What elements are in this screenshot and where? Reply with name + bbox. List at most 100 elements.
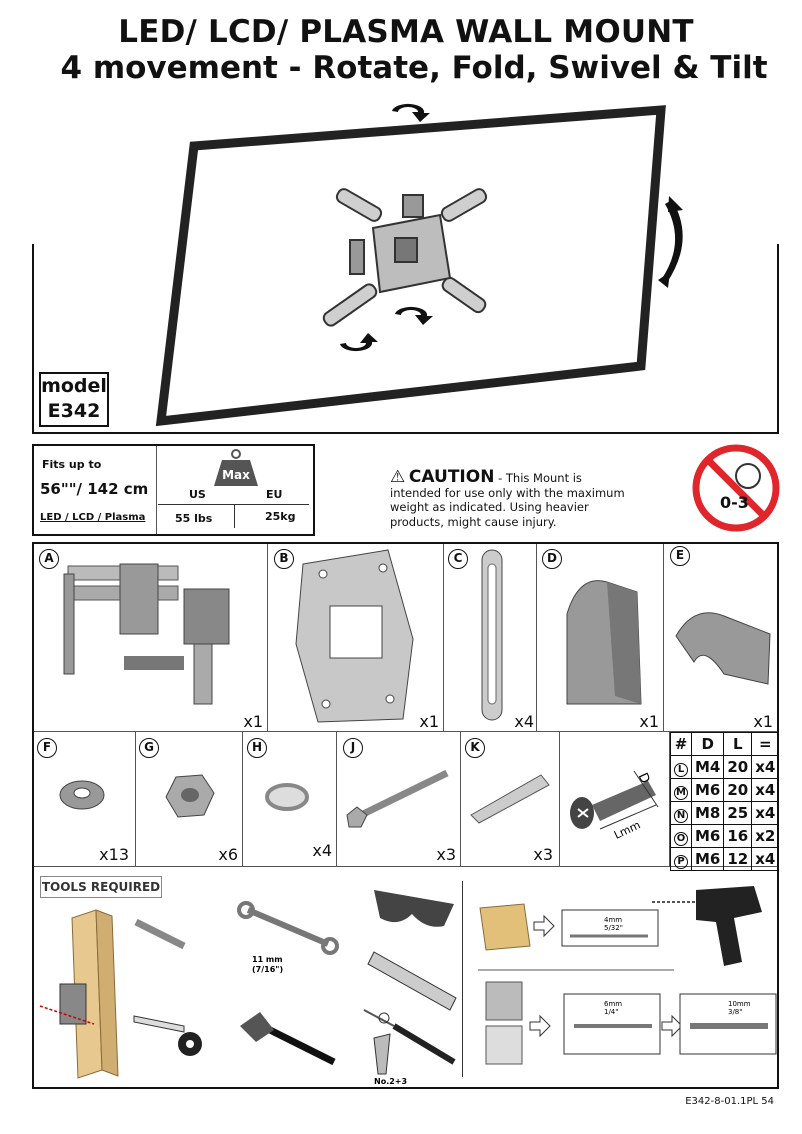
part-qty: x1 <box>753 712 773 731</box>
part-id: A <box>39 549 59 569</box>
tools-required-label: TOOLS REQUIRED <box>40 876 162 898</box>
part-id: C <box>448 549 468 569</box>
row-id: M <box>674 785 688 800</box>
page-subtitle: 4 movement - Rotate, Fold, Swivel & Tilt <box>60 50 768 86</box>
drill-final-in: 3/8" <box>728 1008 743 1016</box>
part-id: D <box>542 549 562 569</box>
nut-image <box>165 774 215 818</box>
table-header-row: # D L = <box>670 732 780 756</box>
part-id: E <box>670 546 690 566</box>
safety-goggles-icon <box>374 890 454 927</box>
column-header: = <box>751 732 780 756</box>
part-cell-b: B x1 <box>268 544 444 731</box>
warning-icon: ⚠ <box>390 467 406 487</box>
arrow-icon <box>533 914 555 938</box>
part-id: B <box>274 549 294 569</box>
drill-icon <box>652 886 762 966</box>
tools-section: TOOLS REQUIRED 11 mm (7/16") <box>34 866 779 1089</box>
footer-code: E342-8-01.1PL 54 <box>685 1096 774 1107</box>
age-warning-icon: 0-3 <box>692 444 780 532</box>
eu-weight: 25kg <box>265 510 296 523</box>
model-label: model <box>41 375 107 397</box>
part-cell-k: K x3 <box>461 731 560 866</box>
part-qty: x1 <box>639 712 659 731</box>
drill-wood-mm: 4mm <box>604 916 622 924</box>
row-id: P <box>674 854 688 869</box>
arm-assembly-image <box>63 563 230 705</box>
drill-pilot-in: 1/4" <box>604 1008 619 1016</box>
table-row: L M4 20 x4 <box>670 755 780 779</box>
column-header: L <box>723 732 753 756</box>
drill-wood-in: 5/32" <box>604 924 623 932</box>
part-qty: x3 <box>436 845 456 864</box>
eu-label: EU <box>266 488 283 501</box>
part-qty: x1 <box>243 712 263 731</box>
wrench-icon <box>237 901 339 955</box>
model-number: E342 <box>47 400 101 422</box>
cover-cap-image <box>566 580 642 705</box>
caution-lead: - This Mount is <box>494 471 582 485</box>
rotate-arrow-icon <box>392 103 430 122</box>
hammer-icon <box>240 1012 336 1066</box>
tape-measure-icon <box>133 1015 202 1056</box>
caution-body: intended for use only with the maximum w… <box>390 485 625 529</box>
part-cell-c: C x4 <box>444 544 537 731</box>
wood-block-icon <box>479 903 531 951</box>
part-cell-j: J x3 <box>337 731 461 866</box>
table-cell: M6 <box>690 824 725 848</box>
row-id: N <box>674 808 688 823</box>
part-id: K <box>465 738 485 758</box>
table-cell: M6 <box>690 778 725 802</box>
screwdriver-size: No.2+3 <box>374 1077 407 1086</box>
part-qty: x4 <box>312 841 332 860</box>
model-box: model E342 <box>39 372 109 427</box>
table-cell: 20 <box>723 755 753 779</box>
table-row: N M8 25 x4 <box>670 801 780 825</box>
row-id: O <box>674 831 688 846</box>
table-cell: x4 <box>751 847 780 871</box>
washer-image <box>59 780 105 810</box>
part-cell-e: E x1 <box>664 544 779 731</box>
arrow-icon <box>529 1014 551 1038</box>
tools-illustration: 11 mm (7/16") <box>39 886 777 1086</box>
caution-notice: ⚠ CAUTION - This Mount is intended for u… <box>390 467 630 529</box>
part-cell-a: A x1 <box>34 544 268 731</box>
d-label: D <box>635 771 653 786</box>
table-cell: x4 <box>751 778 780 802</box>
part-id: J <box>343 738 363 758</box>
table-cell: x2 <box>751 824 780 848</box>
weight-icon: Max <box>214 449 258 486</box>
part-qty: x3 <box>533 845 553 864</box>
table-cell: M8 <box>690 801 725 825</box>
us-weight: 55 lbs <box>175 512 213 525</box>
part-id: F <box>37 738 57 758</box>
table-row: P M6 12 x4 <box>670 847 780 871</box>
arrow-icon <box>661 1014 683 1038</box>
pencil-icon <box>134 918 186 950</box>
mount-bracket <box>322 188 488 327</box>
screen-size: 56""/ 142 cm <box>40 480 149 498</box>
age-label: 0-3 <box>720 493 749 512</box>
wrench-size: 11 mm <box>252 955 283 964</box>
part-cell-d: D x1 <box>537 544 664 731</box>
fits-label: Fits up to <box>42 458 102 471</box>
spring-washer-image <box>265 783 309 811</box>
drill-wood-box <box>561 909 659 947</box>
screwdriver-icon <box>363 1009 456 1075</box>
screw-spec-table: # D L = L M4 20 x4 M M6 20 x4 N M8 25 x4… <box>670 732 780 871</box>
machine-screw-image: D Lmm <box>570 770 659 842</box>
concrete-block-icon <box>485 981 523 1065</box>
part-qty: x4 <box>514 712 534 731</box>
lag-bolt-image <box>346 769 449 828</box>
parts-panel: A x1 B x1 C x4 D <box>32 542 780 1089</box>
table-cell: M6 <box>690 847 725 871</box>
wood-stud-icon <box>39 909 119 1079</box>
table-cell: M4 <box>690 755 725 779</box>
us-label: US <box>189 488 206 501</box>
bracket-arm-image <box>481 549 503 721</box>
wall-plate-image <box>295 549 414 723</box>
drill-pilot-mm: 6mm <box>604 1000 622 1008</box>
table-cell: 20 <box>723 778 753 802</box>
table-cell: 12 <box>723 847 753 871</box>
screw-diagram-cell: D Lmm <box>560 731 670 866</box>
